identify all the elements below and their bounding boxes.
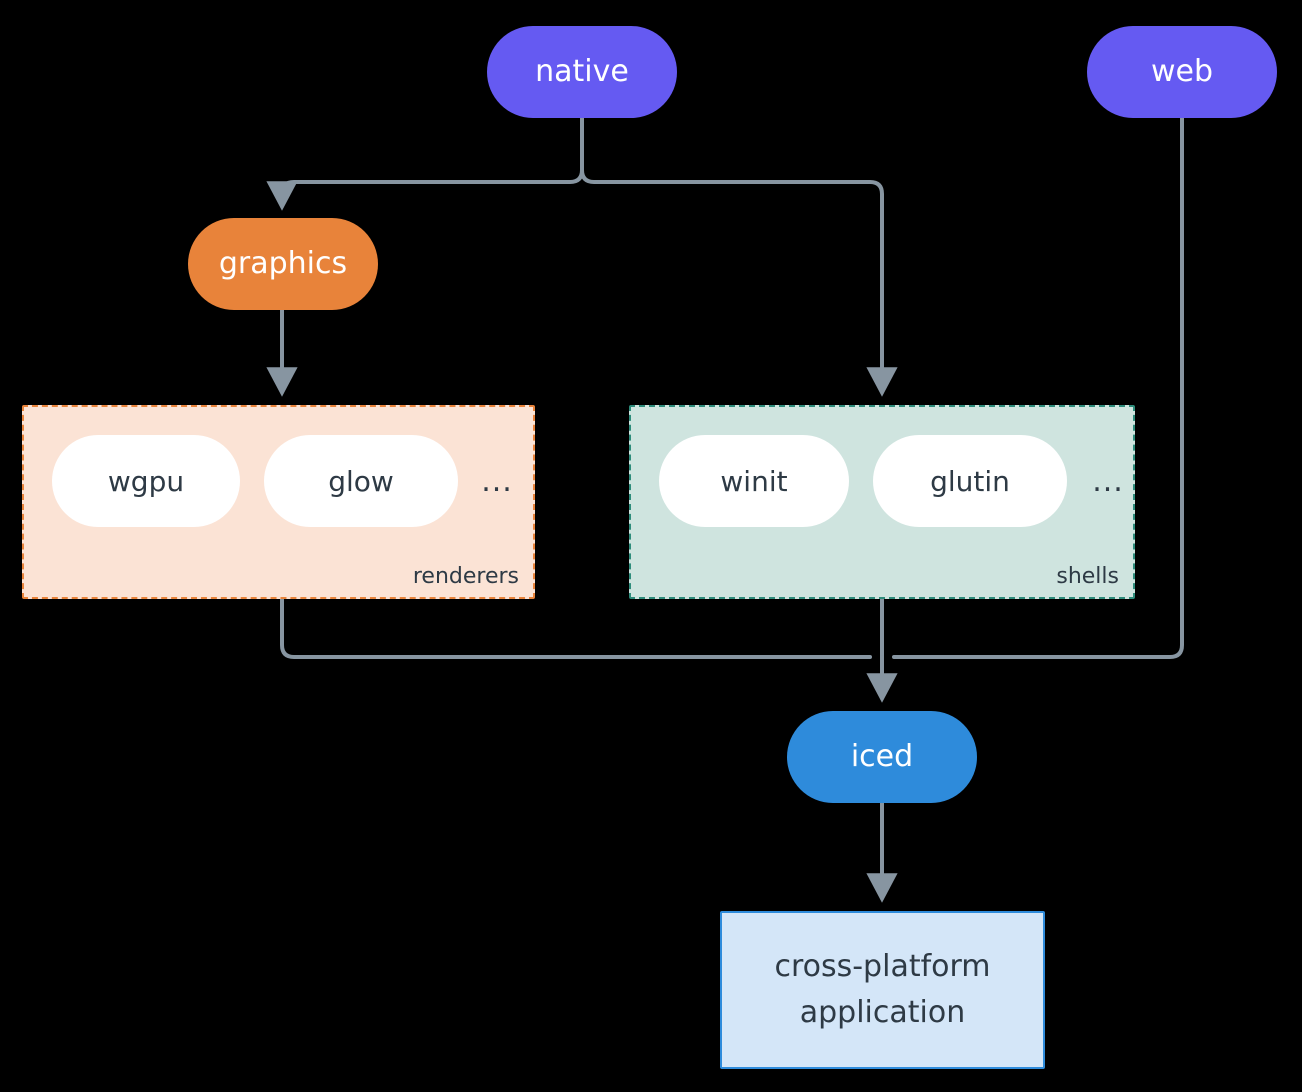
node-iced-label: iced <box>850 738 914 774</box>
group-shells-ellipsis: ... <box>1087 435 1129 527</box>
group-renderers: wgpu glow ... renderers <box>22 405 535 599</box>
group-shells-label: shells <box>1056 564 1119 589</box>
group-renderers-item-glow-label: glow <box>328 464 394 498</box>
group-renderers-item-glow[interactable]: glow <box>264 435 458 527</box>
group-renderers-item-wgpu-label: wgpu <box>107 464 185 498</box>
node-native-label: native <box>535 53 629 89</box>
node-iced[interactable]: iced <box>787 711 977 803</box>
node-graphics-label: graphics <box>218 245 348 281</box>
group-renderers-ellipsis-label: ... <box>481 463 513 499</box>
node-application-line2: application <box>799 995 966 1030</box>
node-web[interactable]: web <box>1087 26 1277 118</box>
group-renderers-label: renderers <box>412 564 519 589</box>
group-shells-item-glutin[interactable]: glutin <box>873 435 1067 527</box>
group-shells-ellipsis-label: ... <box>1092 463 1124 499</box>
node-native[interactable]: native <box>487 26 677 118</box>
edge-renderers-iced <box>280 597 872 659</box>
group-renderers-ellipsis: ... <box>476 435 518 527</box>
node-cross-platform-application[interactable]: cross-platform application <box>720 911 1045 1069</box>
group-shells: winit glutin ... shells <box>629 405 1135 599</box>
group-shells-item-glutin-label: glutin <box>930 464 1010 498</box>
group-shells-item-winit-label: winit <box>720 464 788 498</box>
group-renderers-item-wgpu[interactable]: wgpu <box>52 435 240 527</box>
group-shells-item-winit[interactable]: winit <box>659 435 849 527</box>
node-graphics[interactable]: graphics <box>188 218 378 310</box>
node-application-line1: cross-platform <box>774 948 991 984</box>
node-web-label: web <box>1150 53 1214 89</box>
